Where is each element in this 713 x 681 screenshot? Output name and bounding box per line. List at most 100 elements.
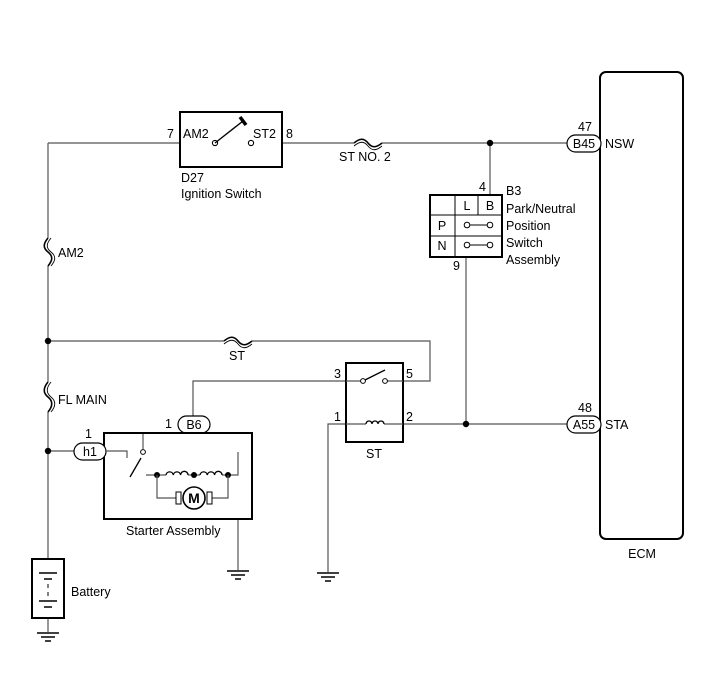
pn-row-p: P: [438, 219, 446, 233]
fuse-symbol-outline: [223, 339, 253, 349]
fuse-symbol: [43, 237, 53, 267]
pn-contact: [486, 241, 494, 249]
pn-row-n: N: [437, 239, 446, 253]
battery-box: [31, 558, 65, 619]
relay-name: ST: [366, 447, 382, 461]
connector-oval: [566, 415, 602, 434]
pn-contact: [463, 221, 471, 229]
pn-col-b: B: [486, 199, 494, 213]
ecm: ECM: [599, 71, 684, 561]
fuse-am2-label: AM2: [58, 246, 84, 260]
connector-signal: NSW: [605, 137, 634, 151]
battery: Battery: [31, 558, 111, 619]
starter-h1-code: h1: [83, 445, 97, 459]
relay-pin-2: 2: [406, 410, 413, 424]
pn-contact: [463, 241, 471, 249]
junction-dot: [191, 472, 197, 478]
starter-b6-code: B6: [186, 418, 201, 432]
ground-starter: [227, 570, 249, 580]
ecm-box: [599, 71, 684, 540]
ignition-switch-box: [179, 111, 283, 168]
fuse-st-no2: ST NO. 2: [339, 138, 391, 164]
pn-contact: [486, 221, 494, 229]
relay-contact: [360, 378, 366, 384]
ignition-code: D27: [181, 171, 204, 185]
starter-name: Starter Assembly: [126, 524, 221, 538]
fuse-st: ST: [223, 336, 253, 363]
relay-pin-1: 1: [334, 410, 341, 424]
ground-icon: [317, 572, 339, 582]
pn-name-line: Park/Neutral: [506, 202, 575, 216]
connector-pin-number: 47: [578, 120, 592, 134]
relay-pin-5: 5: [406, 367, 413, 381]
relay-switch-arm: [364, 369, 386, 381]
ignition-pin-out: 8: [286, 127, 293, 141]
junction-dot: [462, 420, 470, 428]
ground-icon: [37, 632, 59, 642]
fuse-am2: AM2: [43, 237, 84, 267]
park-neutral-switch: 4 9 L B P N B3 Park/Neutral Position Swi…: [429, 180, 575, 273]
relay-pin-3: 3: [334, 367, 341, 381]
starter-h1-pin: 1: [85, 427, 92, 441]
starter-assembly: 1 B6 1 h1 M Starter Assembly: [73, 415, 253, 538]
starter-b6-pin: 1: [165, 417, 172, 431]
wire-relay-to-ground: [327, 423, 346, 572]
pn-col-l: L: [464, 199, 471, 213]
starter-internal-wire: [106, 450, 128, 458]
fuse-fl-main: FL MAIN: [43, 381, 107, 413]
ignition-terminal-out: ST2: [253, 127, 276, 141]
starter-solenoid-switch: [129, 457, 142, 478]
pn-name-line: Assembly: [506, 253, 561, 267]
pn-name-line: Switch: [506, 236, 543, 250]
switch-lever: [214, 120, 244, 144]
motor-brush-right: [206, 491, 213, 505]
switch-lever-tip: [238, 115, 248, 127]
battery-label: Battery: [71, 585, 111, 599]
ground-battery: [37, 632, 59, 642]
connector-code: A55: [573, 418, 595, 432]
ignition-switch: 7 8 AM2 ST2 D27 Ignition Switch: [167, 111, 293, 201]
battery-cell-icon: [39, 600, 57, 608]
starter-pull-in-coil: [165, 470, 189, 476]
switch-contact: [247, 139, 255, 147]
starter-motor: [182, 486, 206, 510]
motor-brush-left: [175, 491, 182, 505]
fuse-symbol: [353, 138, 383, 148]
starter-motor-wire: [156, 475, 229, 499]
ecm-label: ECM: [628, 547, 656, 561]
battery-cell-icon: [39, 572, 57, 580]
connector-code: B45: [573, 137, 595, 151]
starter-hold-in-coil: [199, 470, 223, 476]
fuse-symbol-outline: [46, 237, 56, 267]
fuse-st-no2-label: ST NO. 2: [339, 150, 391, 164]
wire-relay-to-starter: [192, 380, 346, 417]
pn-code: B3: [506, 184, 521, 198]
starter-contact: [140, 449, 146, 455]
fuse-st-label: ST: [229, 349, 245, 363]
ground-relay: [317, 572, 339, 582]
connector-oval: [566, 134, 602, 153]
ignition-name: Ignition Switch: [181, 187, 262, 201]
motor-label: M: [188, 490, 200, 506]
st-relay-box: [345, 362, 404, 443]
ignition-terminal-in: AM2: [183, 127, 209, 141]
connector-pin-number: 48: [578, 401, 592, 415]
pn-continuity-line: [467, 224, 490, 246]
junction-dots: [44, 139, 494, 455]
fuse-symbol-outline: [353, 141, 383, 151]
junction-dot: [44, 447, 52, 455]
relay-coil: [365, 420, 385, 425]
ecm-connector-sta: 48 A55 STA: [566, 401, 629, 434]
fuse-symbol-outline: [46, 381, 56, 413]
connector-signal: STA: [605, 418, 629, 432]
ignition-pin-in: 7: [167, 127, 174, 141]
relay-contact: [382, 378, 388, 384]
ecm-connector-nsw: 47 B45 NSW: [566, 120, 634, 153]
fuse-fl-main-label: FL MAIN: [58, 393, 107, 407]
pn-name-line: Position: [506, 219, 551, 233]
junction-dot: [486, 139, 494, 147]
fuse-symbol: [223, 336, 253, 346]
pn-pin-top: 4: [479, 180, 486, 194]
pn-switch-grid: [430, 195, 502, 257]
